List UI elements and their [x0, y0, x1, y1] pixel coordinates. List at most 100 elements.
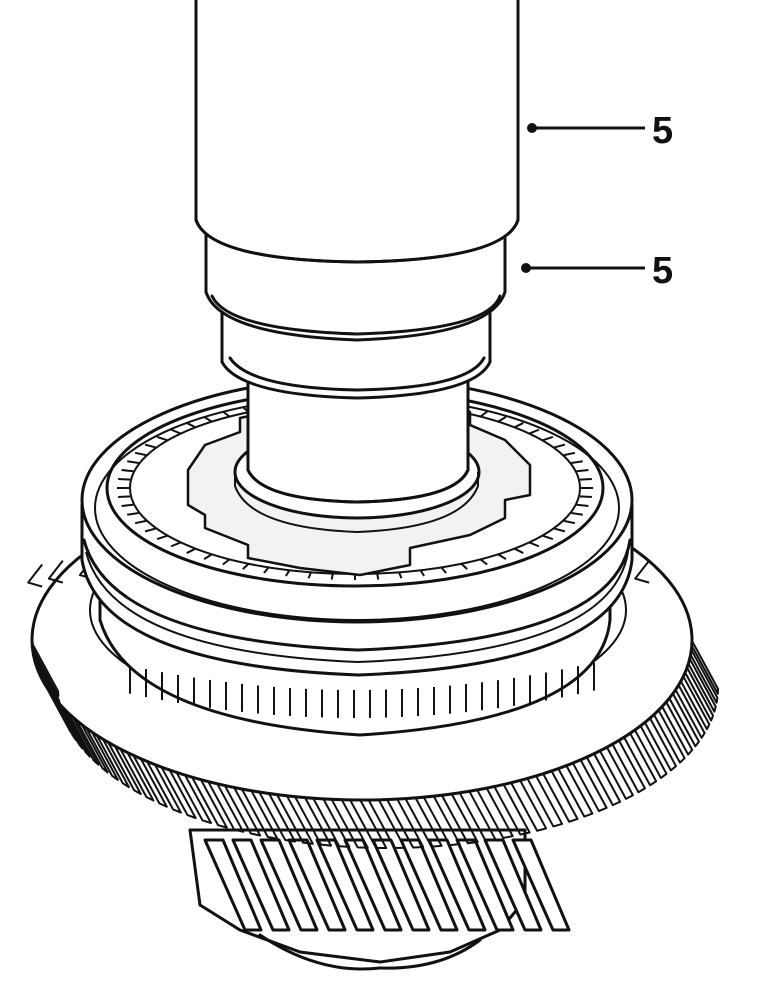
gear-tooth [132, 754, 168, 808]
gear-tooth [47, 560, 64, 584]
gear-tooth [599, 746, 634, 800]
ring-tooth [118, 495, 131, 499]
gear-tooth [32, 651, 61, 707]
gear-tooth [258, 791, 296, 843]
ring-tooth [121, 469, 134, 473]
ring-tooth [186, 547, 196, 554]
ring-tooth [579, 495, 592, 499]
gear-tooth [679, 675, 711, 731]
gear-tooth [240, 788, 279, 840]
ring-tooth [203, 553, 213, 560]
ring-tooth [497, 553, 507, 560]
gear-tooth [458, 790, 497, 842]
gear-tooth [542, 770, 579, 823]
gear-tooth [312, 797, 351, 848]
gear-tooth [146, 760, 182, 814]
gear-tooth [51, 695, 84, 750]
gear-tooth [31, 642, 60, 698]
pinion-tooth [343, 838, 403, 932]
pinion-tooth [399, 838, 459, 932]
ring-tooth [242, 563, 250, 570]
press-tool [194, 0, 520, 504]
ring-tooth [121, 503, 134, 507]
ring-tooth [497, 416, 507, 423]
ring-teeth [117, 396, 593, 580]
gear-tooth [661, 701, 694, 756]
pinion-teeth [203, 838, 571, 932]
gear-tooth [634, 725, 668, 779]
ring-tooth [156, 534, 168, 541]
gear-tooth [160, 766, 197, 820]
gear-tooth [191, 776, 228, 829]
ring-tooth [307, 571, 312, 579]
ring-tooth [134, 451, 147, 457]
pinion-tooth [483, 838, 543, 932]
ring-tooth [554, 527, 566, 533]
callout-upper: 5 [527, 110, 673, 152]
gear-tooth [634, 560, 650, 584]
pinion-tooth [371, 838, 431, 932]
gear-tooth [207, 781, 245, 833]
ring-tooth [563, 519, 576, 525]
ring-tooth [285, 569, 291, 577]
pinion-tooth [455, 838, 515, 932]
gear-tooth [653, 709, 686, 764]
ring-tooth [576, 469, 589, 473]
ring-tooth [514, 547, 524, 554]
gear-tooth [119, 748, 155, 802]
gear-tooth [690, 640, 719, 695]
pinion-tooth [511, 838, 571, 932]
gear-tooth [687, 658, 717, 713]
pinion-tooth [427, 838, 487, 932]
gear-tooth [107, 741, 142, 795]
ring-tooth [144, 443, 156, 449]
gear-tooth [510, 779, 548, 832]
gear-tooth [526, 775, 564, 828]
gear-tooth [58, 703, 91, 758]
callout-upper-label: 5 [652, 110, 673, 152]
pinion-tooth [203, 838, 263, 932]
gear-tooth [668, 693, 700, 748]
gear-tooth [557, 765, 594, 818]
pinion-tooth [231, 838, 291, 932]
ring-tooth [514, 422, 524, 429]
ring-tooth [479, 410, 488, 418]
gear-tooth [684, 667, 715, 722]
gear-tooth [623, 732, 658, 787]
band-teeth [129, 662, 595, 718]
callout-lower: 5 [521, 250, 673, 292]
gear-tooth [276, 794, 314, 845]
ring-tooth [529, 541, 540, 548]
ring-tooth [134, 519, 147, 525]
ring-tooth [144, 527, 156, 533]
ring-tooth [554, 443, 566, 449]
ring-tooth [203, 416, 213, 423]
gear-tooth [175, 771, 212, 825]
gear-tooth [674, 684, 706, 739]
gear-tooth [349, 799, 388, 849]
gear-tooth [27, 563, 43, 588]
ring-tooth [186, 422, 196, 429]
gear-tooth [476, 787, 514, 839]
gear-tooth [611, 739, 646, 794]
gear-tooth [422, 795, 461, 847]
gear-tooth [585, 753, 622, 807]
gear-tooth [330, 798, 369, 849]
ring-tooth [222, 410, 231, 418]
gear-tooth [95, 734, 130, 789]
ring-tooth [127, 460, 139, 465]
gear-tooth [223, 785, 262, 837]
gear-tooth [643, 717, 677, 772]
ring-tooth [542, 435, 554, 442]
ring-tooth [419, 569, 425, 577]
gear-tooth [75, 719, 109, 774]
ring-tooth [579, 477, 592, 481]
ring-tooth [571, 511, 583, 516]
ring-tooth [542, 534, 554, 541]
callout-lower-label: 5 [652, 250, 673, 292]
ring-tooth [127, 511, 139, 516]
gear-tooth [66, 711, 100, 766]
ring-tooth [398, 571, 403, 579]
ring-tooth [460, 563, 468, 570]
ring-tooth [563, 451, 576, 457]
